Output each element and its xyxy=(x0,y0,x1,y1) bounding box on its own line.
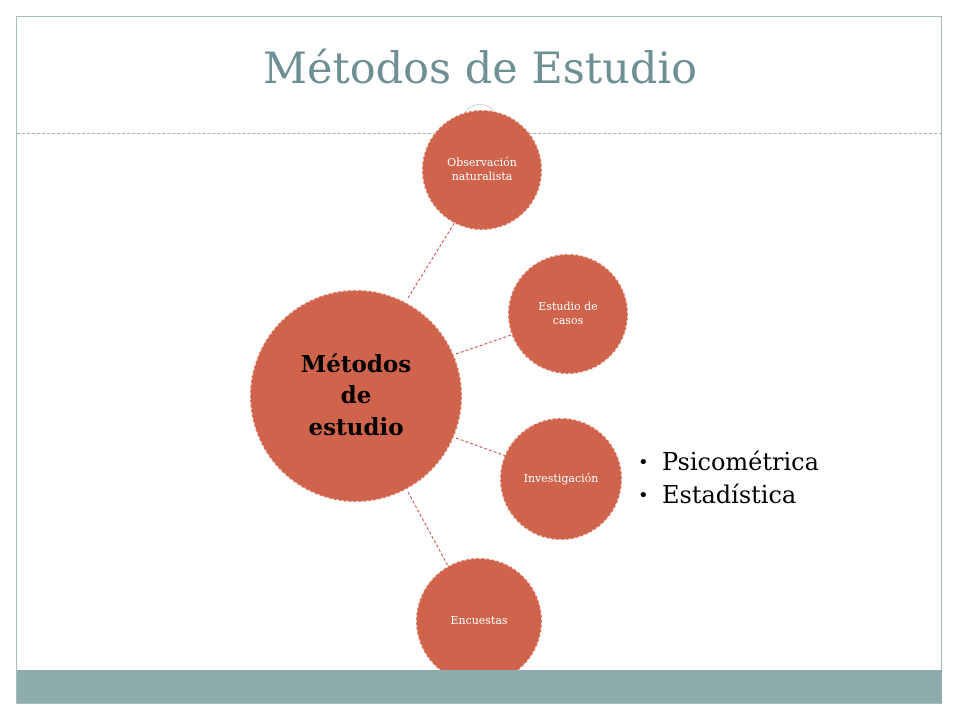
center-node: Métodos de estudio xyxy=(250,290,462,502)
node-encuestas: Encuestas xyxy=(416,558,542,684)
link-investigacion xyxy=(455,437,507,457)
link-encuestas xyxy=(407,491,449,567)
node-encuestas-label: Encuestas xyxy=(450,614,508,628)
node-investigacion: Investigación xyxy=(500,418,622,540)
link-casos xyxy=(455,333,515,355)
node-observacion: Observación naturalista xyxy=(422,110,542,230)
node-observacion-label: Observación naturalista xyxy=(447,156,517,183)
center-node-label: Métodos de estudio xyxy=(300,351,412,441)
investigacion-bullet-list: Psicométrica Estadística xyxy=(636,446,819,512)
footer-band xyxy=(17,670,942,703)
slide-frame xyxy=(16,16,942,704)
bullet-item: Estadística xyxy=(636,479,819,512)
node-investigacion-label: Investigación xyxy=(523,472,599,486)
link-observacion xyxy=(407,221,456,299)
node-casos: Estudio de casos xyxy=(508,254,628,374)
node-casos-label: Estudio de casos xyxy=(538,300,598,327)
slide-title: Métodos de Estudio xyxy=(262,44,698,94)
bullet-item: Psicométrica xyxy=(636,446,819,479)
